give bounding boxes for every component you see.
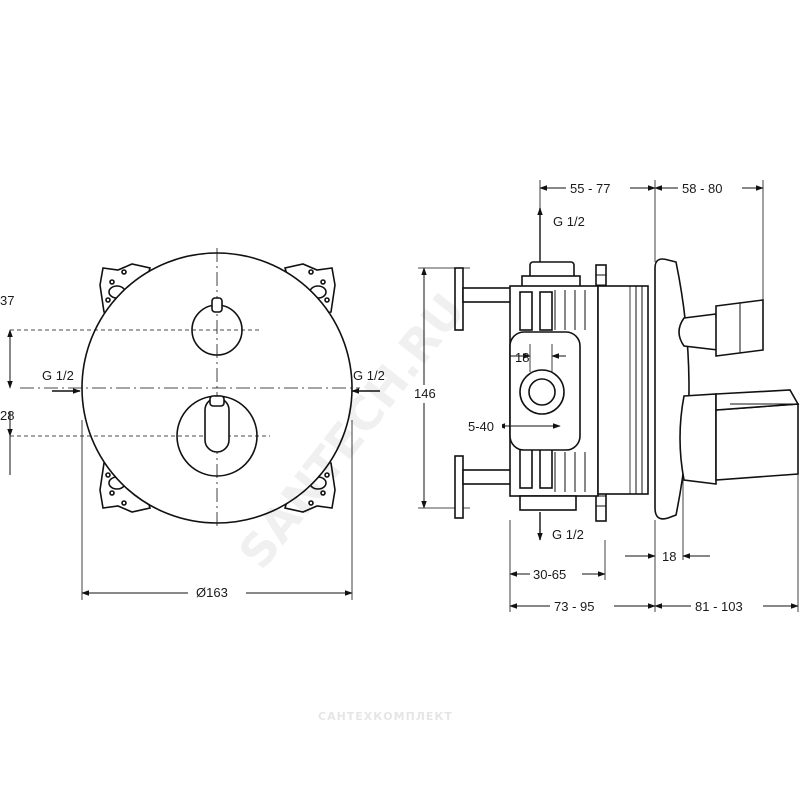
upper-knob-indicator xyxy=(211,297,223,313)
label-18-mid: 18 xyxy=(515,350,529,365)
label-58-80: 58 - 80 xyxy=(682,181,722,196)
housing-sleeve xyxy=(597,285,649,495)
label-73-95: 73 - 95 xyxy=(554,599,594,614)
label-55-77: 55 - 77 xyxy=(570,181,610,196)
lower-handle-side xyxy=(679,393,717,485)
watermark-bottom: САНТЕХКОМПЛЕКТ xyxy=(318,710,453,723)
valve-port-inner xyxy=(528,378,556,406)
upper-knob-side xyxy=(678,313,719,351)
label-81-103: 81 - 103 xyxy=(695,599,743,614)
label-outlet-bottom: G 1/2 xyxy=(552,527,584,542)
label-outlet-top: G 1/2 xyxy=(553,214,585,229)
label-inlet-left: G 1/2 xyxy=(42,368,74,383)
front-view xyxy=(7,248,380,600)
side-view xyxy=(418,180,800,612)
valve-port-outer xyxy=(519,369,565,415)
label-diameter: Ø163 xyxy=(196,585,228,600)
label-5-40: 5-40 xyxy=(468,419,494,434)
valve-body-window xyxy=(509,331,581,451)
label-18-right: 18 xyxy=(662,549,676,564)
label-28: 28 xyxy=(0,408,14,423)
label-146: 146 xyxy=(414,386,436,401)
label-30-65: 30-65 xyxy=(533,567,566,582)
label-inlet-right: G 1/2 xyxy=(353,368,385,383)
pipe-stub-bottom-left xyxy=(454,455,464,519)
label-37: 37 xyxy=(0,293,14,308)
